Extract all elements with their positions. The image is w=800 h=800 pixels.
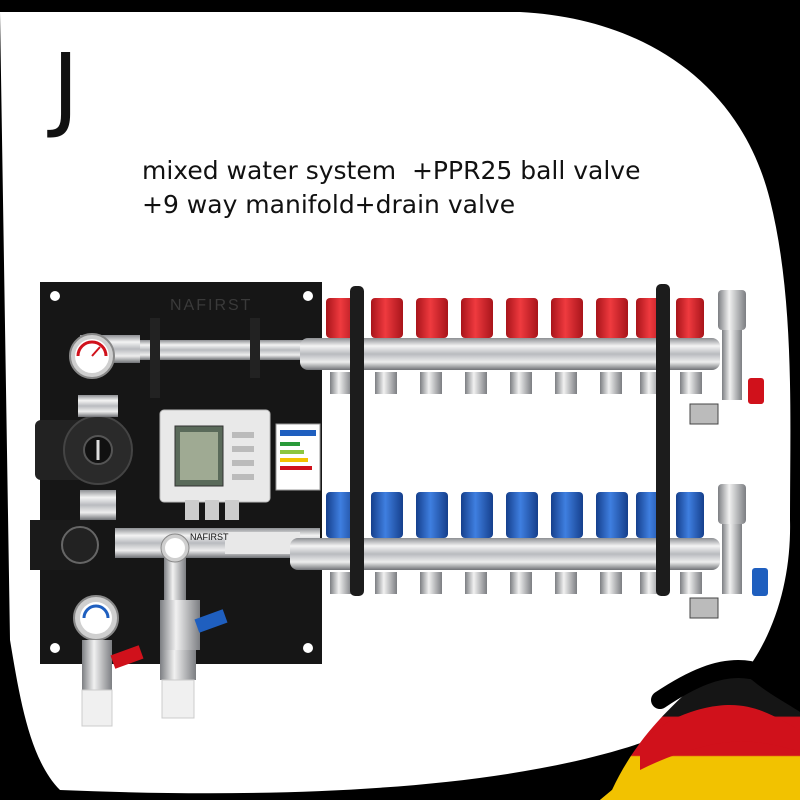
return-manifold (290, 484, 768, 619)
german-flag-icon (600, 660, 800, 800)
air-vent-icon (718, 484, 746, 524)
red-valve-cap-icon (551, 298, 583, 394)
drain-valve-handle (748, 378, 764, 404)
drain-valve-handle (752, 568, 768, 596)
red-valve-cap-icon (416, 298, 448, 394)
blue-valve-cap-icon (416, 492, 448, 594)
blue-valve-cap-icon (371, 492, 403, 594)
caption-line-2: +9 way manifold+drain valve (142, 190, 516, 219)
caption-line-1: mixed water system +PPR25 ball valve (142, 156, 641, 185)
red-valve-cap-icon (371, 298, 403, 394)
controller-box (159, 409, 271, 520)
product-caption: mixed water system +PPR25 ball valve +9 … (142, 156, 640, 220)
lower-pipe-label (225, 532, 300, 554)
blue-valve-cap-icon (551, 492, 583, 594)
energy-label (275, 423, 321, 491)
red-valve-cap-icon (506, 298, 538, 394)
upper-pipe (140, 340, 320, 360)
lower-thermometer-icon (160, 533, 190, 602)
manifold-bracket (350, 284, 670, 596)
pipe-bracket (250, 318, 260, 378)
blue-valve-cap-icon (461, 492, 493, 594)
ball-valve-left (73, 595, 144, 727)
pipe-bracket (150, 318, 160, 398)
temperature-gauge-icon (69, 333, 140, 379)
circulation-pump-icon (35, 395, 133, 520)
red-valve-cap-icon (461, 298, 493, 394)
ball-valve-right (160, 600, 228, 719)
panel-brand-text: NAFIRST (170, 297, 252, 314)
red-valve-cap-icon (596, 298, 628, 394)
drain-cap (689, 597, 719, 619)
red-valve-cap-icon (676, 298, 704, 394)
mixing-valve-icon (61, 526, 99, 564)
blue-valve-cap-icon (596, 492, 628, 594)
lower-pipe-brand-text: NAFIRST (190, 532, 229, 542)
blue-valve-cap-icon (506, 492, 538, 594)
drain-cap (689, 403, 719, 425)
air-vent-icon (718, 290, 746, 330)
blue-valve-cap-icon (676, 492, 704, 594)
badge-letter: J (52, 34, 80, 141)
